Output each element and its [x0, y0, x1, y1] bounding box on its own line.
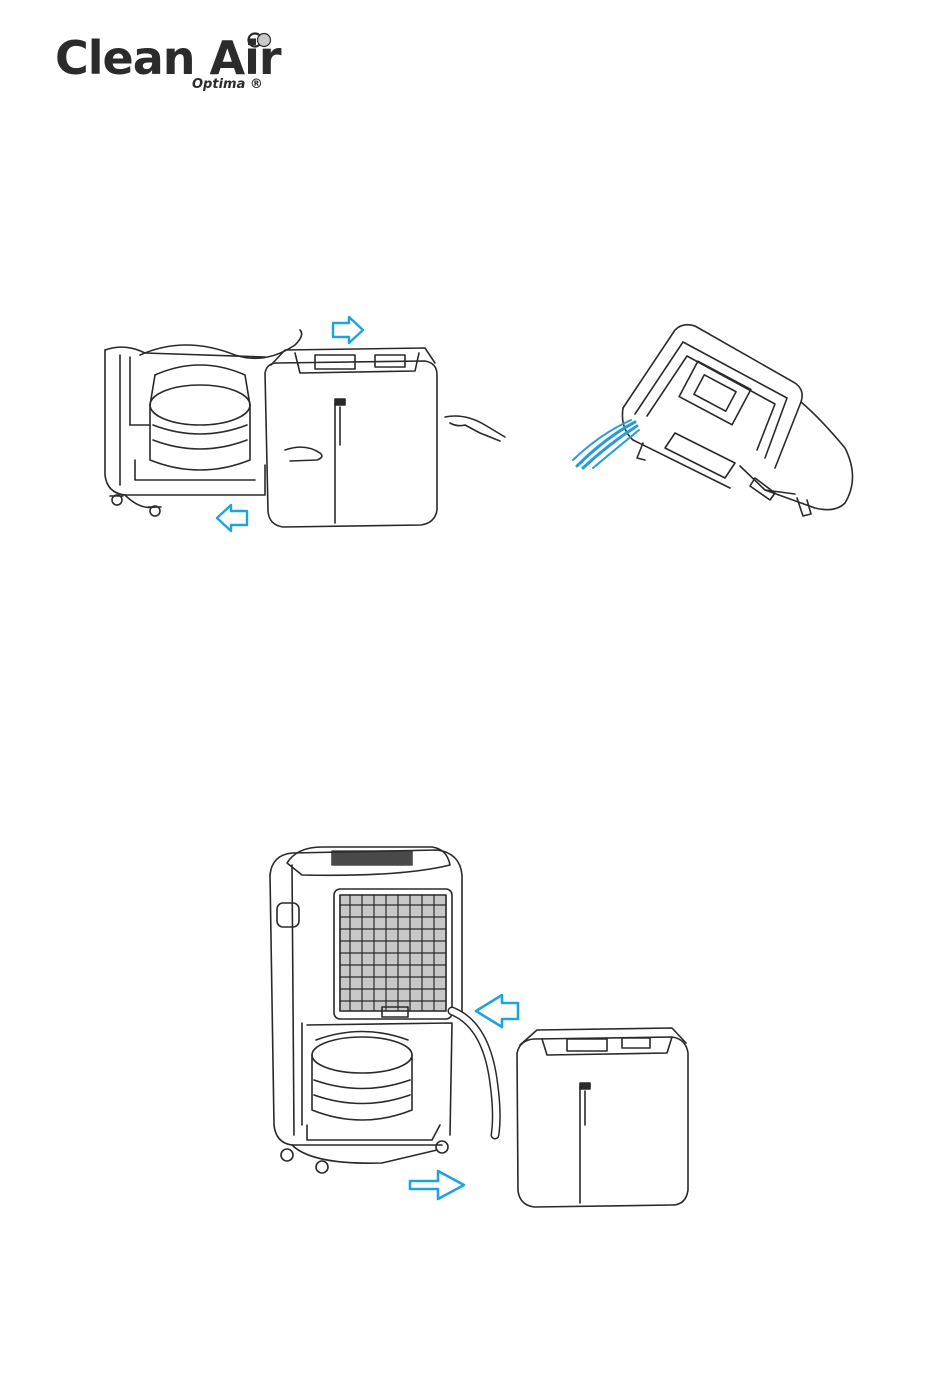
tank-emptying-illustration [565, 318, 865, 528]
tank-removal-illustration [95, 315, 515, 540]
brand-circles-icon [247, 32, 273, 48]
brand-logo: Clean Air Optima ® [55, 28, 285, 98]
brand-subline: Optima ® [192, 77, 263, 92]
continuous-drain-illustration [262, 825, 702, 1215]
